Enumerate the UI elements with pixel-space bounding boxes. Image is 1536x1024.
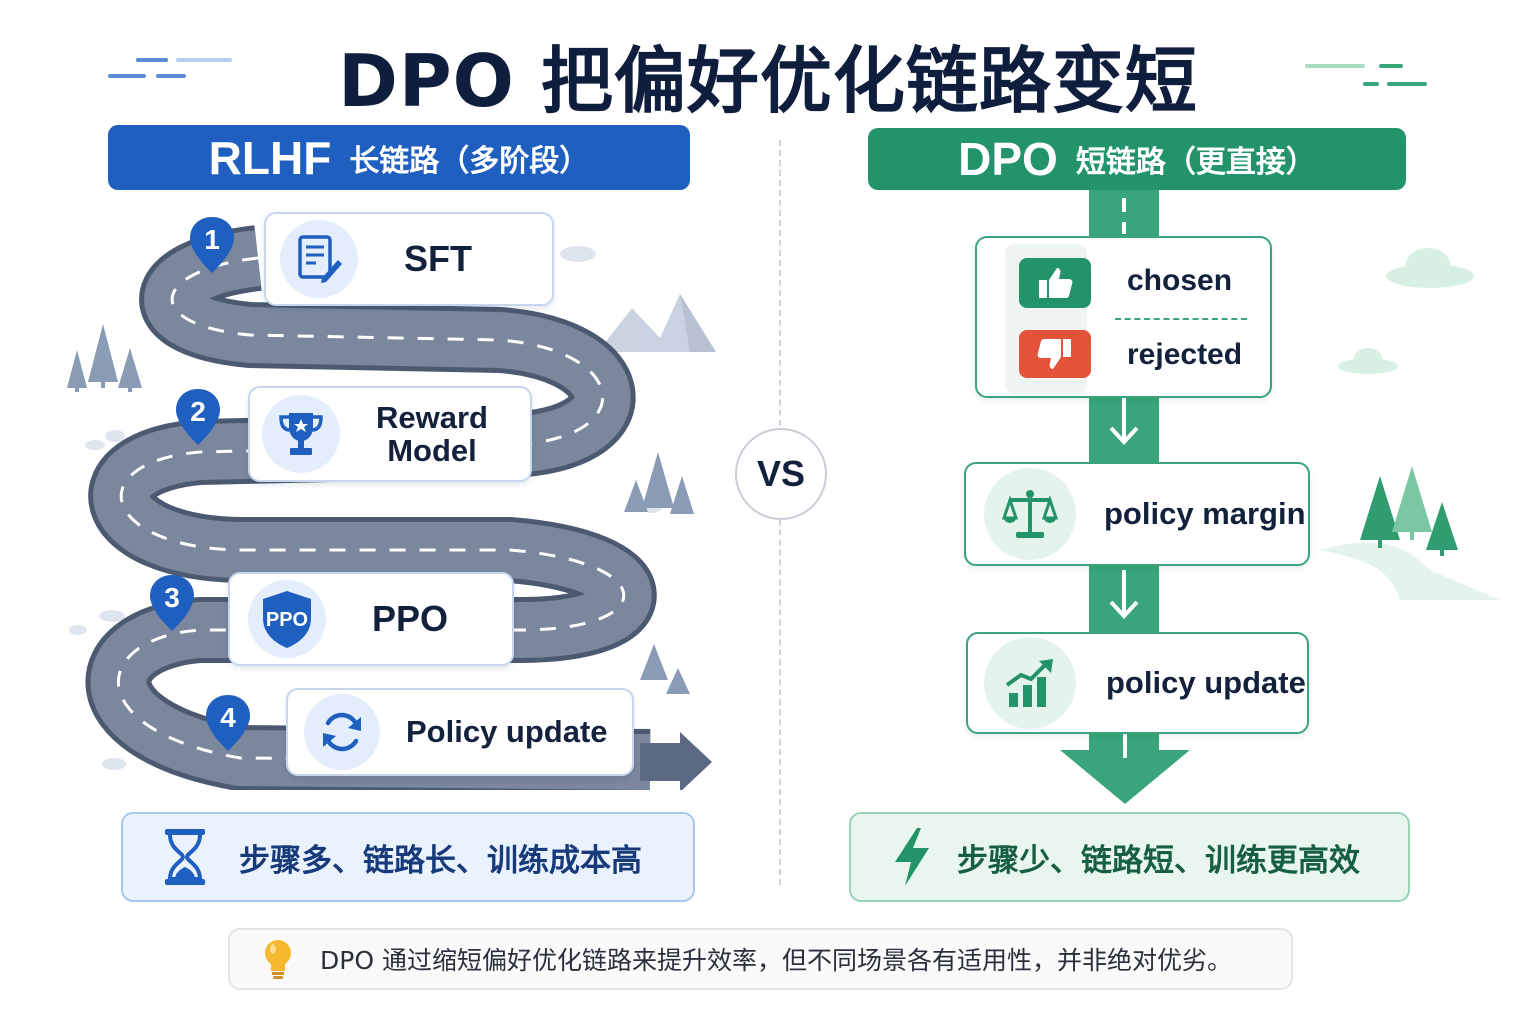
bottom-note-text: DPO 通过缩短偏好优化链路来提升效率，但不同场景各有适用性，并非绝对优劣。 (320, 946, 1232, 975)
dpo-header-title: DPO (958, 133, 1058, 185)
growth-chart-icon (984, 637, 1076, 729)
step-2-pin: 2 (176, 389, 220, 445)
step-card-sft: SFT (264, 212, 554, 306)
page-title: DPO 把偏好优化链路变短 (338, 39, 1198, 123)
dpo-header: DPO 短链路（更直接） (868, 128, 1406, 190)
dpo-flow-arrowhead (1060, 732, 1190, 804)
right-scenery (1320, 248, 1500, 600)
rlhf-header: RLHF 长链路（多阶段） (108, 125, 690, 190)
dpo-header-subtitle: 短链路（更直接） (1075, 145, 1316, 180)
step-label-policy-update: Policy update (406, 714, 608, 749)
lightning-icon (895, 828, 929, 886)
tree-icon (1360, 466, 1458, 556)
document-edit-icon (280, 220, 358, 298)
rlhf-summary-text: 步骤多、链路长、训练成本高 (239, 842, 642, 879)
thumbs-up-icon (1019, 258, 1091, 308)
tree-icon (67, 324, 694, 694)
vs-badge: VS (735, 428, 827, 520)
preference-pair-card: chosen rejected (975, 236, 1272, 398)
rejected-label: rejected (1127, 338, 1243, 371)
reward-model-line-1: Reward (376, 400, 488, 435)
scale-icon (984, 468, 1076, 560)
step-2-number: 2 (190, 396, 206, 427)
step-label-sft: SFT (404, 238, 472, 279)
dpo-summary-text: 步骤少、链路短、训练更高效 (957, 842, 1360, 879)
bottom-note: DPO 通过缩短偏好优化链路来提升效率，但不同场景各有适用性，并非绝对优劣。 (228, 928, 1293, 990)
step-3-number: 3 (164, 582, 180, 613)
right-dash-decoration (1305, 64, 1427, 86)
road-arrow-icon (640, 732, 712, 790)
lightbulb-icon (265, 940, 291, 979)
dpo-summary: 步骤少、链路短、训练更高效 (849, 812, 1410, 902)
policy-update-label: policy update (1106, 665, 1306, 700)
reward-model-line-2: Model (387, 433, 477, 468)
mountain-icon (598, 294, 716, 352)
step-1-pin: 1 (190, 217, 234, 273)
rlhf-summary: 步骤多、链路长、训练成本高 (121, 812, 695, 902)
winding-road-illustration (67, 225, 716, 790)
step-label-reward-model: Reward Model (376, 401, 488, 467)
step-3-pin: 3 (150, 575, 194, 631)
step-card-ppo: PPO PPO (228, 572, 514, 666)
hourglass-icon (165, 829, 205, 885)
step-label-ppo: PPO (372, 598, 449, 639)
policy-margin-label: policy margin (1104, 496, 1306, 531)
left-dash-decoration (108, 58, 232, 78)
thumbs-down-icon (1019, 330, 1091, 378)
ppo-badge-text: PPO (266, 609, 308, 631)
policy-margin-card: policy margin (964, 462, 1310, 566)
cloud-icon (1338, 248, 1474, 374)
policy-update-card: policy update (966, 632, 1309, 734)
refresh-icon (304, 694, 380, 770)
step-card-policy-update: Policy update (286, 688, 634, 776)
dpo-flow-dashes (1109, 198, 1139, 619)
chosen-label: chosen (1127, 264, 1233, 297)
step-4-number: 4 (220, 702, 236, 733)
rlhf-header-subtitle: 长链路（多阶段） (349, 143, 590, 179)
rlhf-header-title: RLHF (208, 131, 332, 184)
step-4-pin: 4 (206, 695, 250, 751)
trophy-icon (262, 395, 340, 473)
step-1-number: 1 (204, 224, 220, 255)
step-card-reward-model: Reward Model (248, 386, 532, 482)
shield-icon: PPO (248, 580, 326, 658)
pair-separator (1115, 318, 1247, 320)
